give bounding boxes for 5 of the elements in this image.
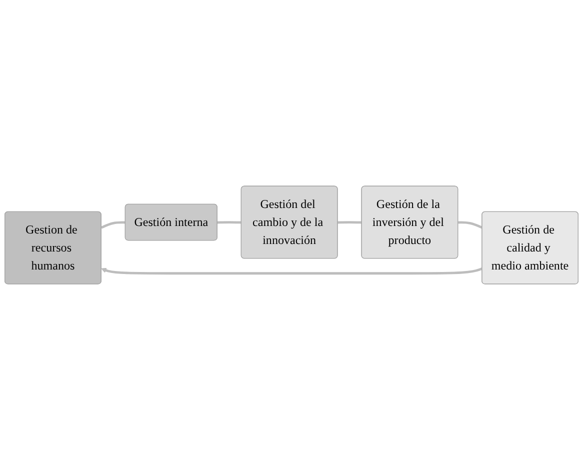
connector xyxy=(100,221,126,229)
connector xyxy=(217,221,242,224)
connector xyxy=(458,221,483,229)
connector xyxy=(338,221,362,224)
arrow xyxy=(101,267,483,275)
